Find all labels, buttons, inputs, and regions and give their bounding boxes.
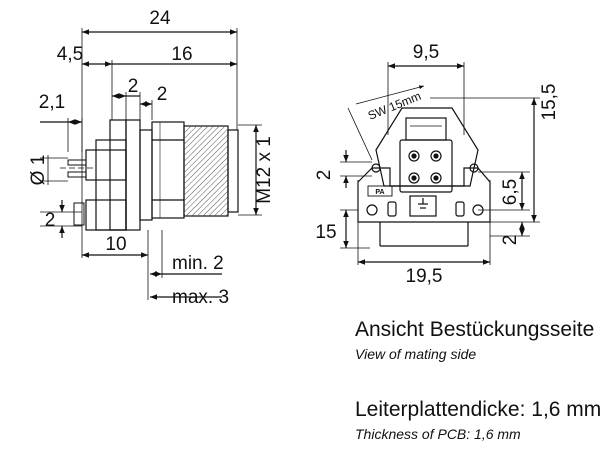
- side-view: [40, 28, 262, 300]
- dim-2-1: 2,1: [39, 92, 65, 113]
- dim-2-left: 2: [314, 170, 335, 181]
- dim-2-a: 2: [128, 76, 139, 97]
- dim-2-c: 2: [45, 210, 56, 231]
- mating-view-labels: 9,5 SW 15mm 15,5 2 6,5 15 2 19,5 PA: [314, 42, 560, 287]
- dim-9-5: 9,5: [413, 42, 439, 63]
- caption-pcb-thickness-en: Thickness of PCB: 1,6 mm: [355, 426, 521, 442]
- dim-15: 15: [315, 222, 336, 243]
- pa-marker-label: PA: [375, 189, 384, 196]
- dim-min-2: min. 2: [172, 253, 224, 274]
- dim-10: 10: [105, 234, 126, 255]
- dim-24: 24: [149, 8, 171, 29]
- dim-max-3: max. 3: [172, 287, 229, 308]
- dim-4-5: 4,5: [57, 44, 83, 65]
- dim-thread-m12: M12 x 1: [254, 136, 275, 204]
- side-view-labels: 24 4,5 16 2,1 2 2 Ø 1 2 10 M12 x 1 min. …: [28, 8, 275, 308]
- dim-2-b: 2: [157, 84, 168, 105]
- mating-view: [340, 62, 540, 265]
- dim-15-5: 15,5: [539, 84, 560, 121]
- dim-2-right: 2: [500, 235, 521, 246]
- dim-6-5: 6,5: [500, 179, 521, 205]
- caption-pcb-thickness-de: Leiterplattendicke: 1,6 mm: [355, 398, 600, 421]
- dim-19-5: 19,5: [406, 266, 443, 287]
- dim-diameter-1: Ø 1: [28, 155, 49, 186]
- caption-mating-side-de: Ansicht Bestückungsseite: [355, 318, 595, 341]
- caption-mating-side-en: View of mating side: [355, 346, 477, 362]
- dim-16: 16: [171, 44, 192, 65]
